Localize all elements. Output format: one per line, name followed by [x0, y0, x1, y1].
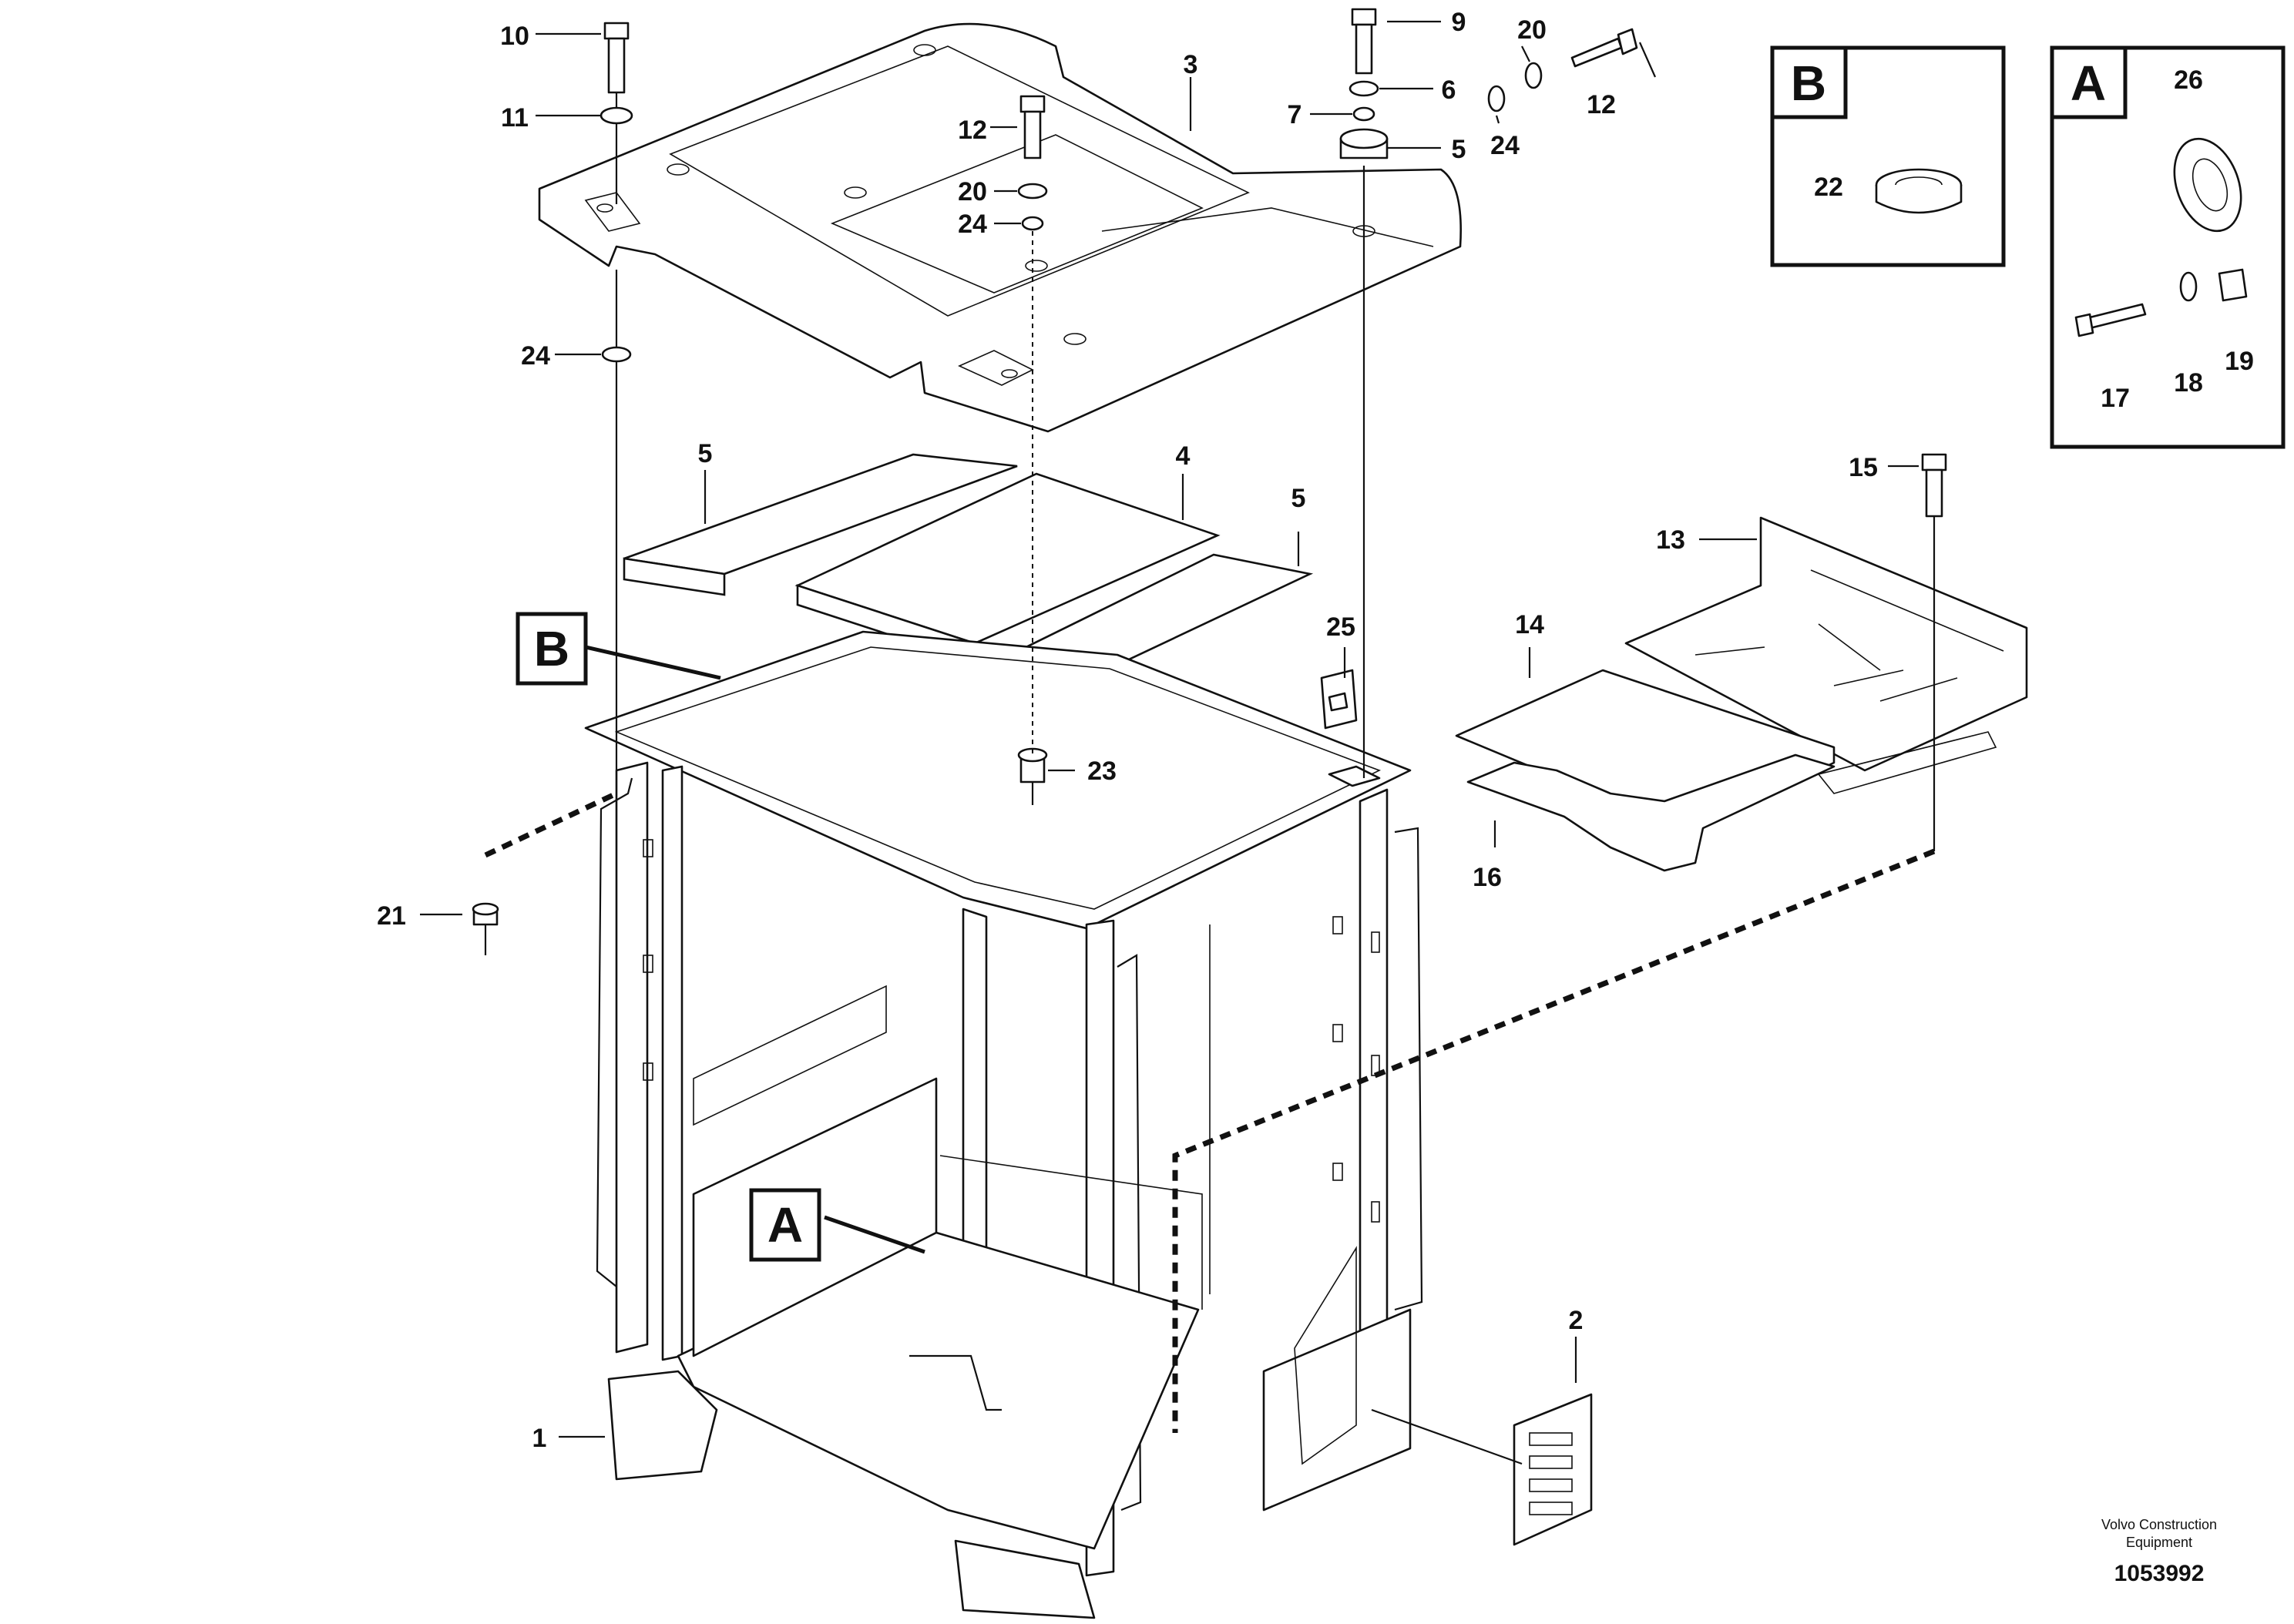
callout-8: 7 [1288, 100, 1302, 129]
callout-24-right: 24 [1490, 131, 1520, 160]
callout-16: 16 [1473, 863, 1502, 892]
brand-line-2: Equipment [2126, 1535, 2192, 1550]
detail-letters: B A B A [534, 55, 2106, 1253]
detail-a-letter: A [2071, 55, 2106, 111]
callout-5-right: 5 [1291, 484, 1306, 513]
footer: Volvo Construction Equipment 1053992 [2101, 1517, 2217, 1586]
callout-20-right: 20 [1517, 15, 1547, 45]
callout-box-b [516, 612, 588, 686]
callout-10: 10 [500, 22, 529, 51]
cab-frame [584, 630, 1423, 1619]
callout-12-middle: 12 [958, 116, 987, 145]
callout-6: 5 [1452, 135, 1466, 164]
callout-24-left: 24 [521, 341, 550, 371]
callout-26: 26 [2174, 65, 2203, 95]
callout-20-middle: 20 [958, 177, 987, 206]
callout-4: 4 [1176, 441, 1191, 471]
callout-5-left: 5 [698, 439, 713, 468]
callout-b-letter: B [534, 621, 569, 676]
roof-cover [538, 22, 1462, 433]
floor-mats [1455, 516, 2028, 872]
step-plate [1513, 1393, 1593, 1546]
callout-11: 11 [501, 103, 529, 133]
callout-22: 22 [1814, 173, 1843, 202]
callout-labels: 10 11 12 20 24 3 9 6 7 5 20 24 12 24 5 4… [377, 8, 2254, 1453]
callout-17: 17 [2101, 384, 2130, 413]
callout-3: 3 [1184, 50, 1198, 79]
callout-box-a [749, 1188, 821, 1262]
callout-24-middle: 24 [958, 210, 987, 239]
detail-box-b [1770, 45, 2006, 267]
fasteners [472, 8, 1947, 955]
callout-2: 2 [1569, 1306, 1584, 1335]
callout-7: 6 [1442, 75, 1456, 105]
callout-1: 1 [532, 1424, 547, 1453]
detail-b-letter: B [1791, 55, 1826, 111]
callout-23: 23 [1087, 757, 1117, 786]
drawing-number: 1053992 [2114, 1561, 2205, 1586]
callout-19: 19 [2225, 347, 2254, 376]
brand-line-1: Volvo Construction [2101, 1517, 2217, 1532]
callout-13: 13 [1656, 525, 1685, 555]
callout-14: 14 [1515, 610, 1544, 639]
callout-9: 9 [1452, 8, 1466, 37]
callout-18: 18 [2174, 368, 2203, 398]
callout-15: 15 [1849, 453, 1878, 482]
callout-12-right: 12 [1587, 90, 1616, 119]
callout-25: 25 [1326, 612, 1355, 642]
callout-21: 21 [377, 901, 406, 931]
callout-a-letter: A [767, 1197, 803, 1253]
detail-box-a [2050, 45, 2286, 449]
